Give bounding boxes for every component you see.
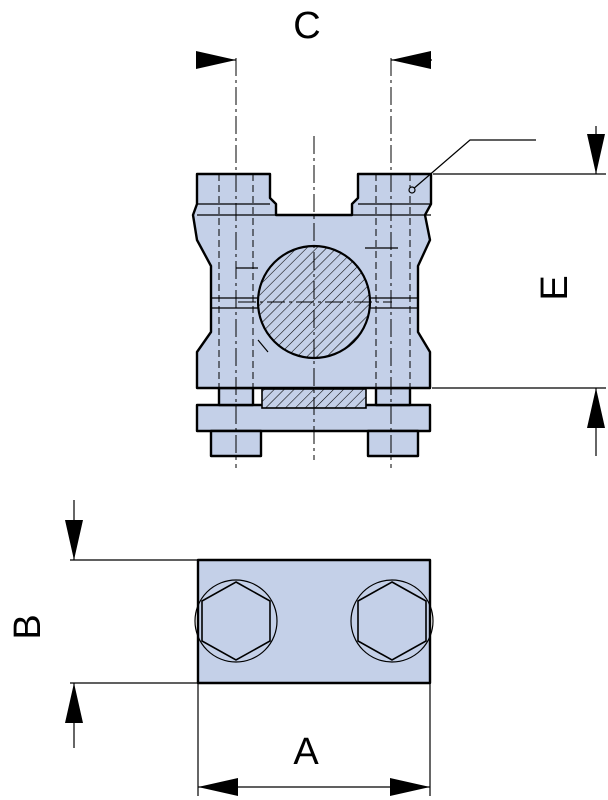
right-washer-circle — [350, 579, 434, 663]
dim-a-arrow-left — [198, 778, 238, 796]
dim-e-arrow-top — [587, 134, 605, 174]
leader-line — [411, 139, 536, 191]
dim-b-arrow-bottom — [65, 683, 83, 723]
top-view — [194, 558, 434, 685]
dim-c-arrow-right — [391, 51, 431, 69]
dim-e-arrow-bottom — [587, 388, 605, 428]
dimension-c: C — [196, 5, 432, 69]
left-hex-nut — [201, 581, 271, 661]
dimension-b: B — [7, 500, 198, 748]
dimension-e: E — [432, 126, 606, 456]
right-hex-nut — [357, 581, 427, 661]
right-bolt-shank — [374, 386, 412, 407]
dimension-label-c: C — [293, 5, 320, 47]
leader-dot — [408, 186, 416, 194]
dimension-label-e: E — [534, 275, 576, 300]
dim-a-arrow-right — [390, 778, 430, 796]
dimension-a: A — [197, 683, 431, 796]
right-bolt-head — [366, 429, 420, 458]
dimension-label-a: A — [293, 731, 319, 773]
top-view-body — [196, 558, 432, 685]
lower-jaw-left — [257, 339, 269, 353]
dim-c-arrow-left — [196, 51, 236, 69]
left-washer-circle — [194, 579, 278, 663]
dim-b-arrow-top — [65, 520, 83, 560]
front-view — [191, 58, 536, 468]
dimension-label-b: B — [7, 614, 49, 639]
